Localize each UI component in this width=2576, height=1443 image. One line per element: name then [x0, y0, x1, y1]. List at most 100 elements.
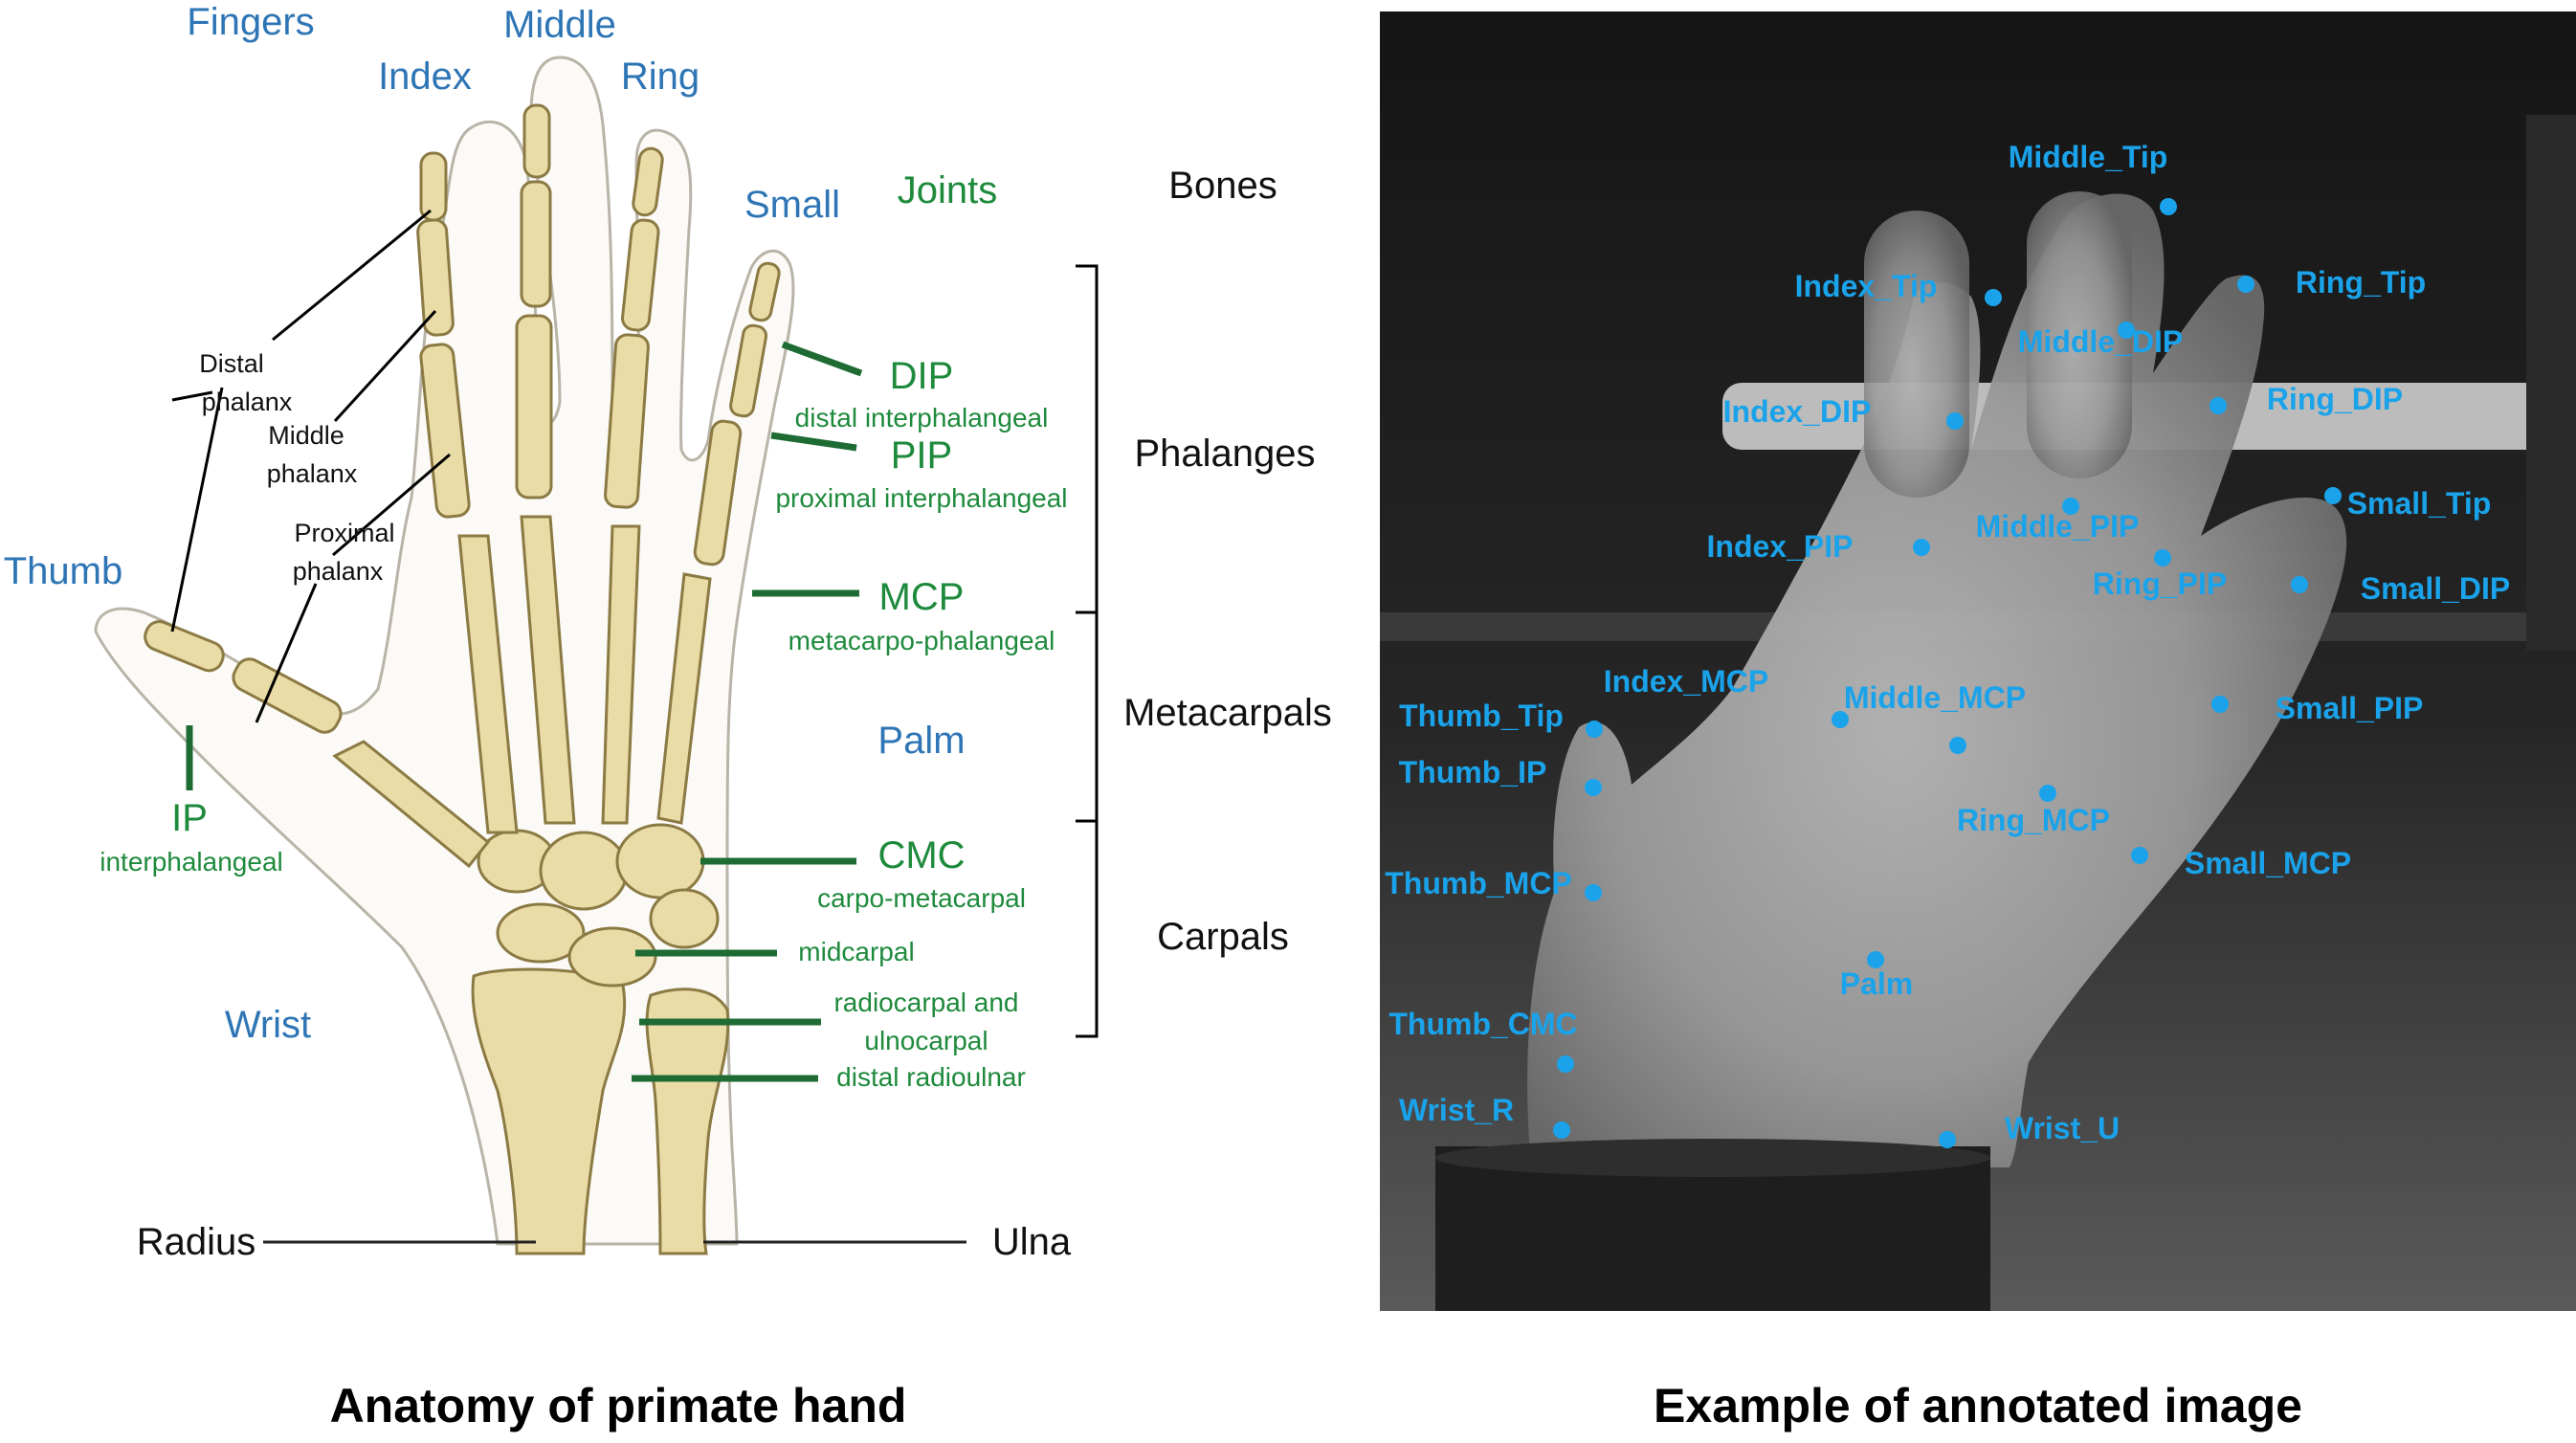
bone-group-carpals: Carpals — [1157, 916, 1289, 958]
keypoint-label-thumb-mcp: Thumb_MCP — [1385, 866, 1572, 900]
forearm-label-radius: Radius — [137, 1221, 256, 1263]
carpal-bone — [649, 888, 720, 949]
keypoint-label-ring-tip: Ring_Tip — [2296, 265, 2426, 300]
phalanx-ring-proximal — [604, 333, 650, 509]
bones-heading: Bones — [1168, 165, 1277, 207]
finger-label-ring: Ring — [621, 56, 700, 98]
keypoint-dot-ring-pip — [2154, 549, 2171, 566]
bone-label-middle-1: Middle — [268, 421, 344, 450]
joint-name-ip: interphalangeal — [100, 847, 283, 877]
phalanx-ring-middle — [621, 218, 660, 332]
carpal-bone — [496, 902, 586, 964]
bone-leader-lines — [170, 209, 451, 723]
carpal-bone — [539, 831, 629, 911]
carpal-bone — [615, 823, 705, 899]
joint-label-cmc: CMC — [877, 834, 965, 877]
region-label-palm: Palm — [877, 720, 965, 762]
phalanx-index-middle — [416, 218, 455, 337]
keypoint-dot-thumb-ip — [1585, 779, 1602, 796]
phalanx-index-distal — [419, 151, 448, 222]
bone-group-phalanges: Phalanges — [1134, 433, 1315, 475]
keypoint-dot-wrist-u — [1939, 1131, 1956, 1148]
hand-bones — [144, 103, 781, 1255]
keypoint-label-index-dip: Index_DIP — [1723, 394, 1872, 429]
keypoint-dot-index-mcp — [1832, 711, 1849, 728]
keypoint-dot-index-dip — [1946, 412, 1964, 430]
bone-label-middle-2: phalanx — [267, 459, 358, 488]
keypoint-label-ring-pip: Ring_PIP — [2093, 566, 2227, 601]
phalanx-thumb-distal — [144, 620, 225, 673]
keypoint-dot-thumb-mcp — [1585, 884, 1602, 901]
keypoint-dots — [1553, 198, 2342, 1148]
joint-name-distal-radioulnar: distal radioulnar — [836, 1062, 1026, 1092]
keypoint-dot-small-pip — [2211, 696, 2229, 713]
bone-group-metacarpals: Metacarpals — [1123, 692, 1332, 734]
keypoint-dot-small-tip — [2324, 487, 2342, 504]
keypoint-label-thumb-cmc: Thumb_CMC — [1388, 1007, 1577, 1041]
anatomy-panel: Fingers Index Middle Ring Small Thumb Pa… — [4, 1, 1332, 1432]
bones-bracket — [1076, 264, 1099, 1038]
bone-label-distal-1: Distal — [199, 349, 264, 378]
photo-cylinder-top — [1435, 1139, 1990, 1177]
finger-label-index: Index — [378, 56, 472, 98]
joint-label-ip: IP — [171, 797, 208, 839]
keypoint-dot-ring-dip — [2210, 397, 2227, 414]
finger-label-small: Small — [744, 184, 840, 226]
joint-label-mcp: MCP — [879, 576, 965, 618]
bone-label-distal-2: phalanx — [202, 388, 293, 416]
keypoint-dot-palm — [1867, 951, 1884, 968]
joint-name-radiocarpal-1: radiocarpal and — [833, 988, 1018, 1017]
metacarpal-small — [656, 572, 712, 825]
keypoint-dot-small-dip — [2291, 576, 2308, 593]
phalanx-small-proximal — [693, 419, 743, 566]
keypoint-dot-thumb-cmc — [1557, 1055, 1574, 1073]
keypoint-label-index-pip: Index_PIP — [1707, 529, 1854, 564]
bone-label-proximal-1: Proximal — [294, 519, 394, 547]
keypoint-dot-middle-dip — [2118, 322, 2135, 339]
keypoint-dot-wrist-r — [1553, 1121, 1570, 1139]
photo-right-device — [2526, 115, 2576, 651]
keypoint-label-middle-tip: Middle_Tip — [2009, 140, 2168, 174]
joint-name-pip: proximal interphalangeal — [775, 483, 1067, 513]
carpal-bone — [567, 926, 657, 988]
metacarpal-thumb — [332, 740, 491, 869]
keypoint-label-middle-pip: Middle_PIP — [1976, 509, 2140, 544]
metacarpal-ring — [601, 524, 641, 825]
phalanx-middle-distal — [522, 103, 551, 179]
keypoint-dot-index-tip — [1985, 289, 2002, 306]
keypoint-label-wrist-u: Wrist_U — [2005, 1111, 2120, 1145]
phalanx-small-distal — [748, 261, 781, 322]
joint-name-dip: distal interphalangeal — [795, 403, 1049, 433]
joint-name-cmc: carpo-metacarpal — [817, 883, 1026, 913]
keypoint-label-palm: Palm — [1840, 966, 1913, 1001]
keypoint-dot-index-pip — [1913, 539, 1930, 556]
joint-label-dip: DIP — [890, 355, 954, 397]
keypoint-dot-small-mcp — [2131, 847, 2148, 864]
finger-label-middle: Middle — [503, 4, 616, 46]
keypoint-dot-middle-mcp — [1949, 737, 1966, 754]
keypoint-dot-ring-mcp — [2039, 785, 2056, 802]
keypoint-label-wrist-r: Wrist_R — [1399, 1093, 1514, 1127]
joint-name-radiocarpal-2: ulnocarpal — [864, 1026, 988, 1055]
keypoint-label-thumb-ip: Thumb_IP — [1399, 755, 1547, 789]
forearm-label-ulna: Ulna — [992, 1221, 1072, 1263]
keypoint-label-small-tip: Small_Tip — [2347, 486, 2492, 521]
keypoint-label-ring-mcp: Ring_MCP — [1957, 803, 2110, 837]
ulna-bone — [645, 988, 730, 1255]
keypoint-dot-middle-pip — [2062, 498, 2079, 515]
keypoint-label-small-pip: Small_PIP — [2276, 691, 2424, 725]
keypoint-label-thumb-tip: Thumb_Tip — [1399, 699, 1564, 733]
joints-heading: Joints — [898, 169, 998, 211]
keypoint-label-middle-dip: Middle_DIP — [2018, 324, 2183, 359]
keypoint-label-middle-mcp: Middle_MCP — [1844, 680, 2026, 715]
joint-name-mcp: metacarpo-phalangeal — [788, 626, 1055, 655]
phalanx-index-proximal — [419, 343, 471, 519]
finger-label-thumb: Thumb — [4, 550, 123, 592]
anatomy-caption: Anatomy of primate hand — [330, 1379, 907, 1432]
phalanx-middle-proximal — [515, 314, 553, 500]
keypoint-label-small-mcp: Small_MCP — [2185, 846, 2351, 880]
metacarpal-middle — [520, 515, 576, 825]
